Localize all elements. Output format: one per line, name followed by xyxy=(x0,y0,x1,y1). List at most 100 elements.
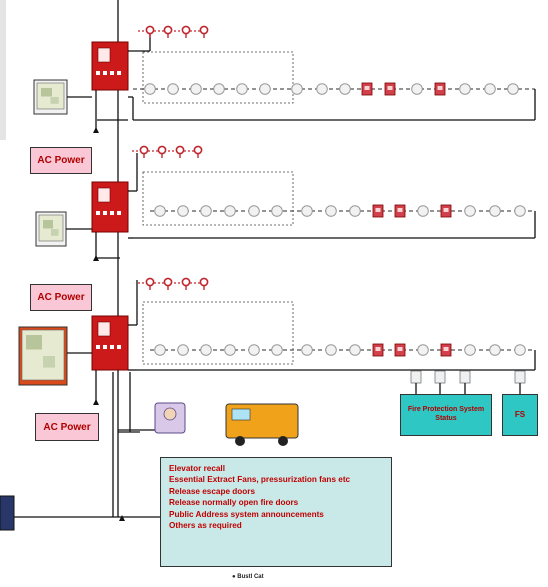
panel-button xyxy=(110,345,114,349)
fs-box: FS xyxy=(502,394,538,436)
panel-button xyxy=(117,71,121,75)
smoke-detector-icon xyxy=(154,344,166,356)
call-point-window xyxy=(375,347,381,351)
smoke-detector-icon xyxy=(339,83,351,95)
call-point-window xyxy=(397,208,403,212)
output-module-icon xyxy=(514,370,526,384)
sounder-icon xyxy=(193,145,203,155)
monitor-graphic xyxy=(26,335,42,350)
smoke-detector-icon xyxy=(224,205,236,217)
monitor-graphic xyxy=(43,356,55,368)
smoke-detector-icon xyxy=(417,344,429,356)
zone-boundary xyxy=(142,301,294,365)
footer-text: Bustl Cat xyxy=(237,574,264,580)
panel-button xyxy=(103,71,107,75)
smoke-detector-icon xyxy=(489,205,501,217)
smoke-detector-icon xyxy=(411,83,423,95)
operator-face xyxy=(163,407,177,421)
smoke-detector-icon xyxy=(190,83,202,95)
arrow-icon xyxy=(93,127,99,133)
output-module-icon xyxy=(434,370,446,384)
ac-power-label-3: AC Power xyxy=(35,413,99,441)
sounder-icon xyxy=(175,145,185,155)
smoke-detector-icon xyxy=(514,205,526,217)
footer-label: ● Bustl Cat xyxy=(232,574,264,580)
action-item: Others as required xyxy=(169,520,242,530)
smoke-detector-icon xyxy=(301,344,313,356)
zone-boundary xyxy=(142,51,294,104)
sounder-icon xyxy=(139,145,149,155)
smoke-detector-icon xyxy=(464,344,476,356)
call-point-window xyxy=(443,208,449,212)
smoke-detector-icon xyxy=(316,83,328,95)
fire-truck-wheel xyxy=(235,436,245,446)
action-item: Elevator recall xyxy=(169,464,225,473)
smoke-detector-icon xyxy=(200,205,212,217)
smoke-detector-icon xyxy=(224,344,236,356)
smoke-detector-icon xyxy=(177,205,189,217)
panel-button xyxy=(96,211,100,215)
arrow-icon xyxy=(93,255,99,261)
smoke-detector-icon xyxy=(301,205,313,217)
smoke-detector-icon xyxy=(248,344,260,356)
panel-button xyxy=(103,345,107,349)
smoke-detector-icon xyxy=(248,205,260,217)
smoke-detector-icon xyxy=(325,205,337,217)
smoke-detector-icon xyxy=(177,344,189,356)
smoke-detector-icon xyxy=(484,83,496,95)
bell-icon xyxy=(0,495,15,531)
smoke-detector-icon xyxy=(167,83,179,95)
ac-power-label-1: AC Power xyxy=(30,147,92,174)
panel-button xyxy=(103,211,107,215)
call-point-window xyxy=(443,347,449,351)
smoke-detector-icon xyxy=(349,205,361,217)
sounder-icon xyxy=(181,25,191,35)
output-module-icon xyxy=(410,370,422,384)
call-point-window xyxy=(397,347,403,351)
call-point-window xyxy=(375,208,381,212)
smoke-detector-icon xyxy=(459,83,471,95)
fire-truck-window xyxy=(231,408,251,421)
smoke-detector-icon xyxy=(291,83,303,95)
arrow-right-icon xyxy=(119,515,125,521)
margin-shadow xyxy=(0,0,6,140)
smoke-detector-icon xyxy=(417,205,429,217)
panel-button xyxy=(96,71,100,75)
smoke-detector-icon xyxy=(154,205,166,217)
action-item: Public Address system announcements xyxy=(169,509,324,519)
smoke-detector-icon xyxy=(213,83,225,95)
smoke-detector-icon xyxy=(271,344,283,356)
sounder-icon xyxy=(199,25,209,35)
call-point-window xyxy=(437,86,443,90)
zone-boundary xyxy=(142,171,294,226)
ac-power-label-2: AC Power xyxy=(30,284,92,311)
action-item: Release normally open fire doors xyxy=(169,498,299,508)
smoke-detector-icon xyxy=(514,344,526,356)
action-item: Essential Extract Fans, pressurization f… xyxy=(169,475,351,485)
sounder-icon xyxy=(199,277,209,287)
sounder-icon xyxy=(181,277,191,287)
smoke-detector-icon xyxy=(349,344,361,356)
call-point-window xyxy=(364,86,370,90)
monitor-graphic xyxy=(51,229,59,236)
panel-button xyxy=(110,71,114,75)
sounder-icon xyxy=(145,277,155,287)
monitor-graphic xyxy=(41,88,52,97)
panel-display xyxy=(97,321,111,337)
smoke-detector-icon xyxy=(507,83,519,95)
panel-button xyxy=(96,345,100,349)
monitor-graphic xyxy=(43,220,53,229)
sounder-icon xyxy=(163,277,173,287)
smoke-detector-icon xyxy=(271,205,283,217)
fire-truck-wheel xyxy=(278,436,288,446)
fire-protection-status-box: Fire Protection System Status xyxy=(400,394,492,436)
panel-display xyxy=(97,47,111,63)
panel-button xyxy=(117,345,121,349)
sounder-icon xyxy=(157,145,167,155)
actions-box: Elevator recall Essential Extract Fans, … xyxy=(160,457,392,567)
smoke-detector-icon xyxy=(144,83,156,95)
panel-button xyxy=(110,211,114,215)
panel-button xyxy=(117,211,121,215)
